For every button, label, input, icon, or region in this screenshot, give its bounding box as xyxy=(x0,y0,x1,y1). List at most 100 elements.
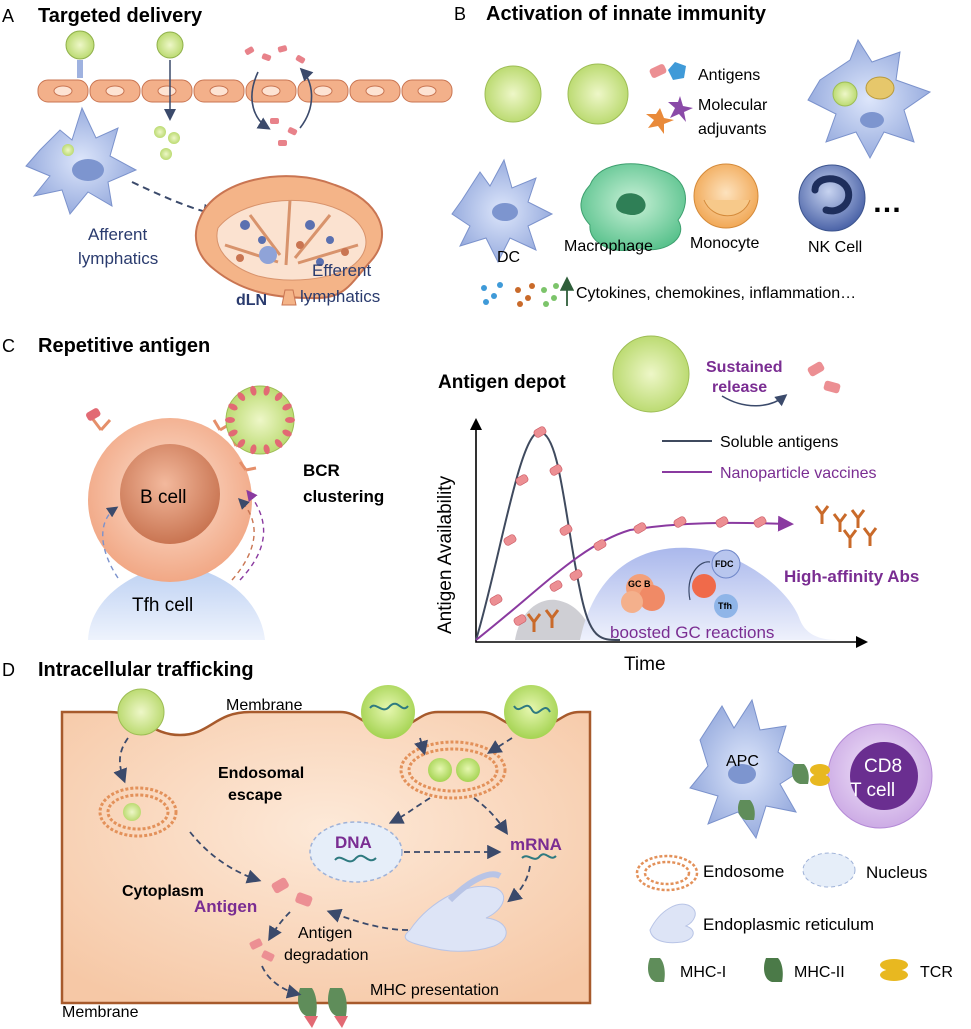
degradation-label-1: Antigen xyxy=(298,925,352,942)
curve-antigen-markers xyxy=(489,426,767,626)
nk-cell-icon xyxy=(798,164,866,232)
nk-label: NK Cell xyxy=(808,239,862,256)
panel-b: B Activation of innate immunity Antigens… xyxy=(451,3,932,307)
afferent-label-1: Afferent xyxy=(88,225,148,244)
cytokines-label: Cytokines, chemokines, inflammation… xyxy=(576,285,856,302)
apc-label: APC xyxy=(726,753,759,770)
bcr-label-1: BCR xyxy=(303,461,340,480)
er-legend-icon xyxy=(649,903,696,944)
nucleus-legend-label: Nucleus xyxy=(866,863,927,882)
released-antigen-icon xyxy=(807,361,841,394)
monocyte-label: Monocyte xyxy=(690,235,759,252)
nucleus-icon xyxy=(309,821,403,883)
antigen-cluster-icon xyxy=(244,45,306,146)
membrane-bottom-label: Membrane xyxy=(62,1004,139,1021)
dendritic-cell-icon xyxy=(25,106,138,216)
mhc2-legend-icon xyxy=(764,958,783,982)
mhc1-legend-label: MHC-I xyxy=(680,964,726,981)
dna-nanoparticle-icon xyxy=(361,685,415,739)
tfh-cell-label: Tfh cell xyxy=(132,595,193,616)
macrophage-icon xyxy=(580,163,686,252)
gc-b-label: GC B xyxy=(628,579,651,589)
b-cell-label: B cell xyxy=(140,487,186,508)
nanoparticle-icon xyxy=(225,385,295,455)
small-nanoparticle-icon xyxy=(154,126,180,160)
er-legend-label: Endoplasmic reticulum xyxy=(703,915,874,934)
nanoparticle-vaccine-curve xyxy=(475,515,794,641)
mrna-nanoparticle-icon xyxy=(504,685,558,739)
efferent-label-1: Efferent xyxy=(312,261,372,280)
panel-c-title: Repetitive antigen xyxy=(38,335,210,357)
degradation-label-2: degradation xyxy=(284,947,369,964)
antigen-availability-chart: GC B FDC Tfh Soluble antigens Nanopartic… xyxy=(435,418,919,675)
nanoparticle-icon xyxy=(65,30,184,60)
boosted-label: boosted GC reactions xyxy=(610,623,774,642)
endosomal-label-2: escape xyxy=(228,787,282,804)
dln-label: dLN xyxy=(236,292,267,309)
cd8-t-cell-icon xyxy=(827,723,933,829)
nucleus-legend-icon xyxy=(802,852,856,888)
fdc-label: FDC xyxy=(715,559,734,569)
gc-b-cells-icon xyxy=(621,574,665,613)
panel-d: D Intracellular trafficking Membrane Mem… xyxy=(2,659,953,1028)
surface-mhc-icon xyxy=(298,988,348,1028)
panel-b-letter: B xyxy=(454,4,466,24)
panel-d-letter: D xyxy=(2,660,15,680)
antigens-label: Antigens xyxy=(698,67,760,84)
endoplasmic-reticulum-icon xyxy=(404,871,507,952)
trafficking-arrows xyxy=(113,737,531,999)
mhc-tcr-icon xyxy=(738,764,830,820)
tcr-legend-label: TCR xyxy=(920,964,953,981)
legend-soluble-label: Soluble antigens xyxy=(720,434,838,451)
dc-icon xyxy=(451,158,554,264)
b-cell-icon xyxy=(88,418,252,582)
panel-c: C Repetitive antigen B cell Tfh cell BCR… xyxy=(2,335,919,675)
molecular-adjuvant-icon xyxy=(646,96,693,134)
panel-a-title: Targeted delivery xyxy=(38,5,203,27)
bcr-label-2: clustering xyxy=(303,487,384,506)
endosome-icon xyxy=(98,740,507,838)
dna-label: DNA xyxy=(335,833,372,852)
endosome-legend-label: Endosome xyxy=(703,862,784,881)
mhc1-legend-icon xyxy=(648,958,665,982)
lymph-node-icon xyxy=(194,175,384,306)
antigen-icon xyxy=(649,62,686,80)
nanoparticle-icon xyxy=(117,688,165,736)
endosomal-label-1: Endosomal xyxy=(218,765,304,782)
adjuvants-label-1: Molecular xyxy=(698,97,768,114)
endosome-legend-icon xyxy=(635,854,699,892)
panel-a: A Targeted delivery xyxy=(2,5,453,309)
x-axis-label: Time xyxy=(624,654,666,675)
mhc2-legend-label: MHC-II xyxy=(794,964,845,981)
soluble-antigen-curve xyxy=(475,430,621,641)
cytoplasm-label: Cytoplasm xyxy=(122,883,204,900)
tcr-legend-icon xyxy=(880,959,908,981)
antigen-icon xyxy=(249,877,313,962)
macrophage-label: Macrophage xyxy=(564,238,653,255)
panel-b-title: Activation of innate immunity xyxy=(486,3,767,25)
antibody-icon xyxy=(526,505,878,632)
activated-dendritic-cell-icon xyxy=(807,38,932,160)
nanoparticle-antigen-icon xyxy=(225,385,295,455)
endothelium xyxy=(37,79,453,103)
afferent-label-2: lymphatics xyxy=(78,249,158,268)
sustained-release-label-1: Sustained xyxy=(706,359,782,376)
antigen-depot-label: Antigen depot xyxy=(438,372,566,393)
mrna-strand-icon xyxy=(521,853,557,860)
fdc-icon xyxy=(711,549,741,579)
cd8-label-2: T cell xyxy=(850,780,895,801)
apc-icon xyxy=(689,698,803,840)
panel-c-letter: C xyxy=(2,336,15,356)
mhc-presentation-label: MHC presentation xyxy=(370,982,499,999)
high-affinity-label: High-affinity Abs xyxy=(784,567,919,586)
sustained-release-label-2: release xyxy=(712,379,767,396)
dc-label: DC xyxy=(497,249,520,266)
mrna-label: mRNA xyxy=(510,835,562,854)
cytokine-dots-icon xyxy=(481,282,559,307)
adjuvants-label-2: adjuvants xyxy=(698,121,767,138)
depot-nanoparticle-icon xyxy=(612,335,690,413)
tfh-small-label: Tfh xyxy=(718,601,732,611)
legend-nano-label: Nanoparticle vaccines xyxy=(720,465,877,482)
efferent-label-2: lymphatics xyxy=(300,287,380,306)
